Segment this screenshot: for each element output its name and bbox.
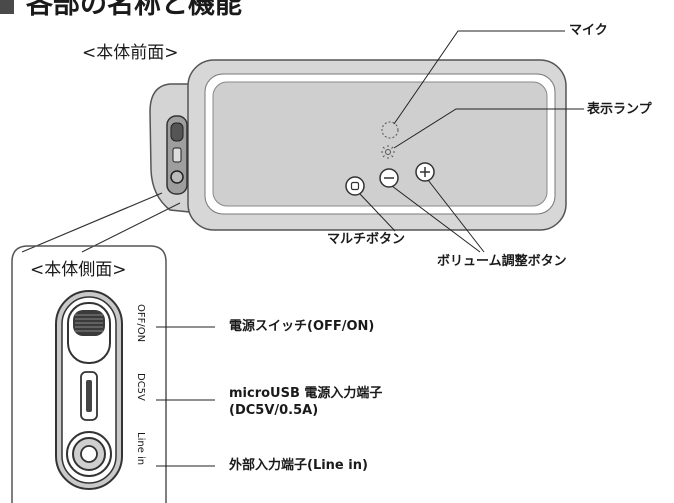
- mic-icon: [381, 121, 399, 139]
- multi-button-icon: [345, 176, 365, 196]
- side-view-label: <本体側面>: [30, 260, 127, 280]
- indicator-lamp-icon: [381, 145, 395, 159]
- line-in-label: 外部入力端子(Line in): [229, 458, 368, 473]
- usb-port-icon: [80, 371, 98, 421]
- leader-lines-front: [359, 30, 584, 253]
- indicator-label: 表示ランプ: [587, 102, 652, 117]
- multi-button-label: マルチボタン: [327, 232, 406, 247]
- heading-marker: [0, 0, 14, 14]
- side-view-frame: [11, 245, 167, 503]
- line-in-marking: Line in: [135, 432, 146, 466]
- volume-up-icon: [415, 162, 435, 182]
- page-title: 各部の名称と機能: [26, 0, 242, 20]
- line-in-jack-icon: [66, 431, 112, 477]
- mic-label: マイク: [569, 23, 608, 38]
- view-connector-lines: [21, 192, 181, 253]
- usb-port-spec: (DC5V/0.5A): [229, 403, 319, 418]
- side-panel-small: [166, 115, 188, 195]
- leader-lines-side: [156, 326, 215, 467]
- volume-buttons-label: ボリューム調整ボタン: [437, 254, 567, 269]
- dc-marking: DC5V: [135, 373, 146, 401]
- usb-port-label: microUSB 電源入力端子: [229, 386, 383, 401]
- power-switch-label: 電源スイッチ(OFF/ON): [229, 319, 375, 334]
- power-marking: OFF/ON: [135, 304, 146, 343]
- power-switch-icon: [67, 302, 111, 364]
- speaker-body-front: [149, 59, 567, 231]
- front-view-label: <本体前面>: [82, 43, 179, 63]
- volume-down-icon: [379, 168, 399, 188]
